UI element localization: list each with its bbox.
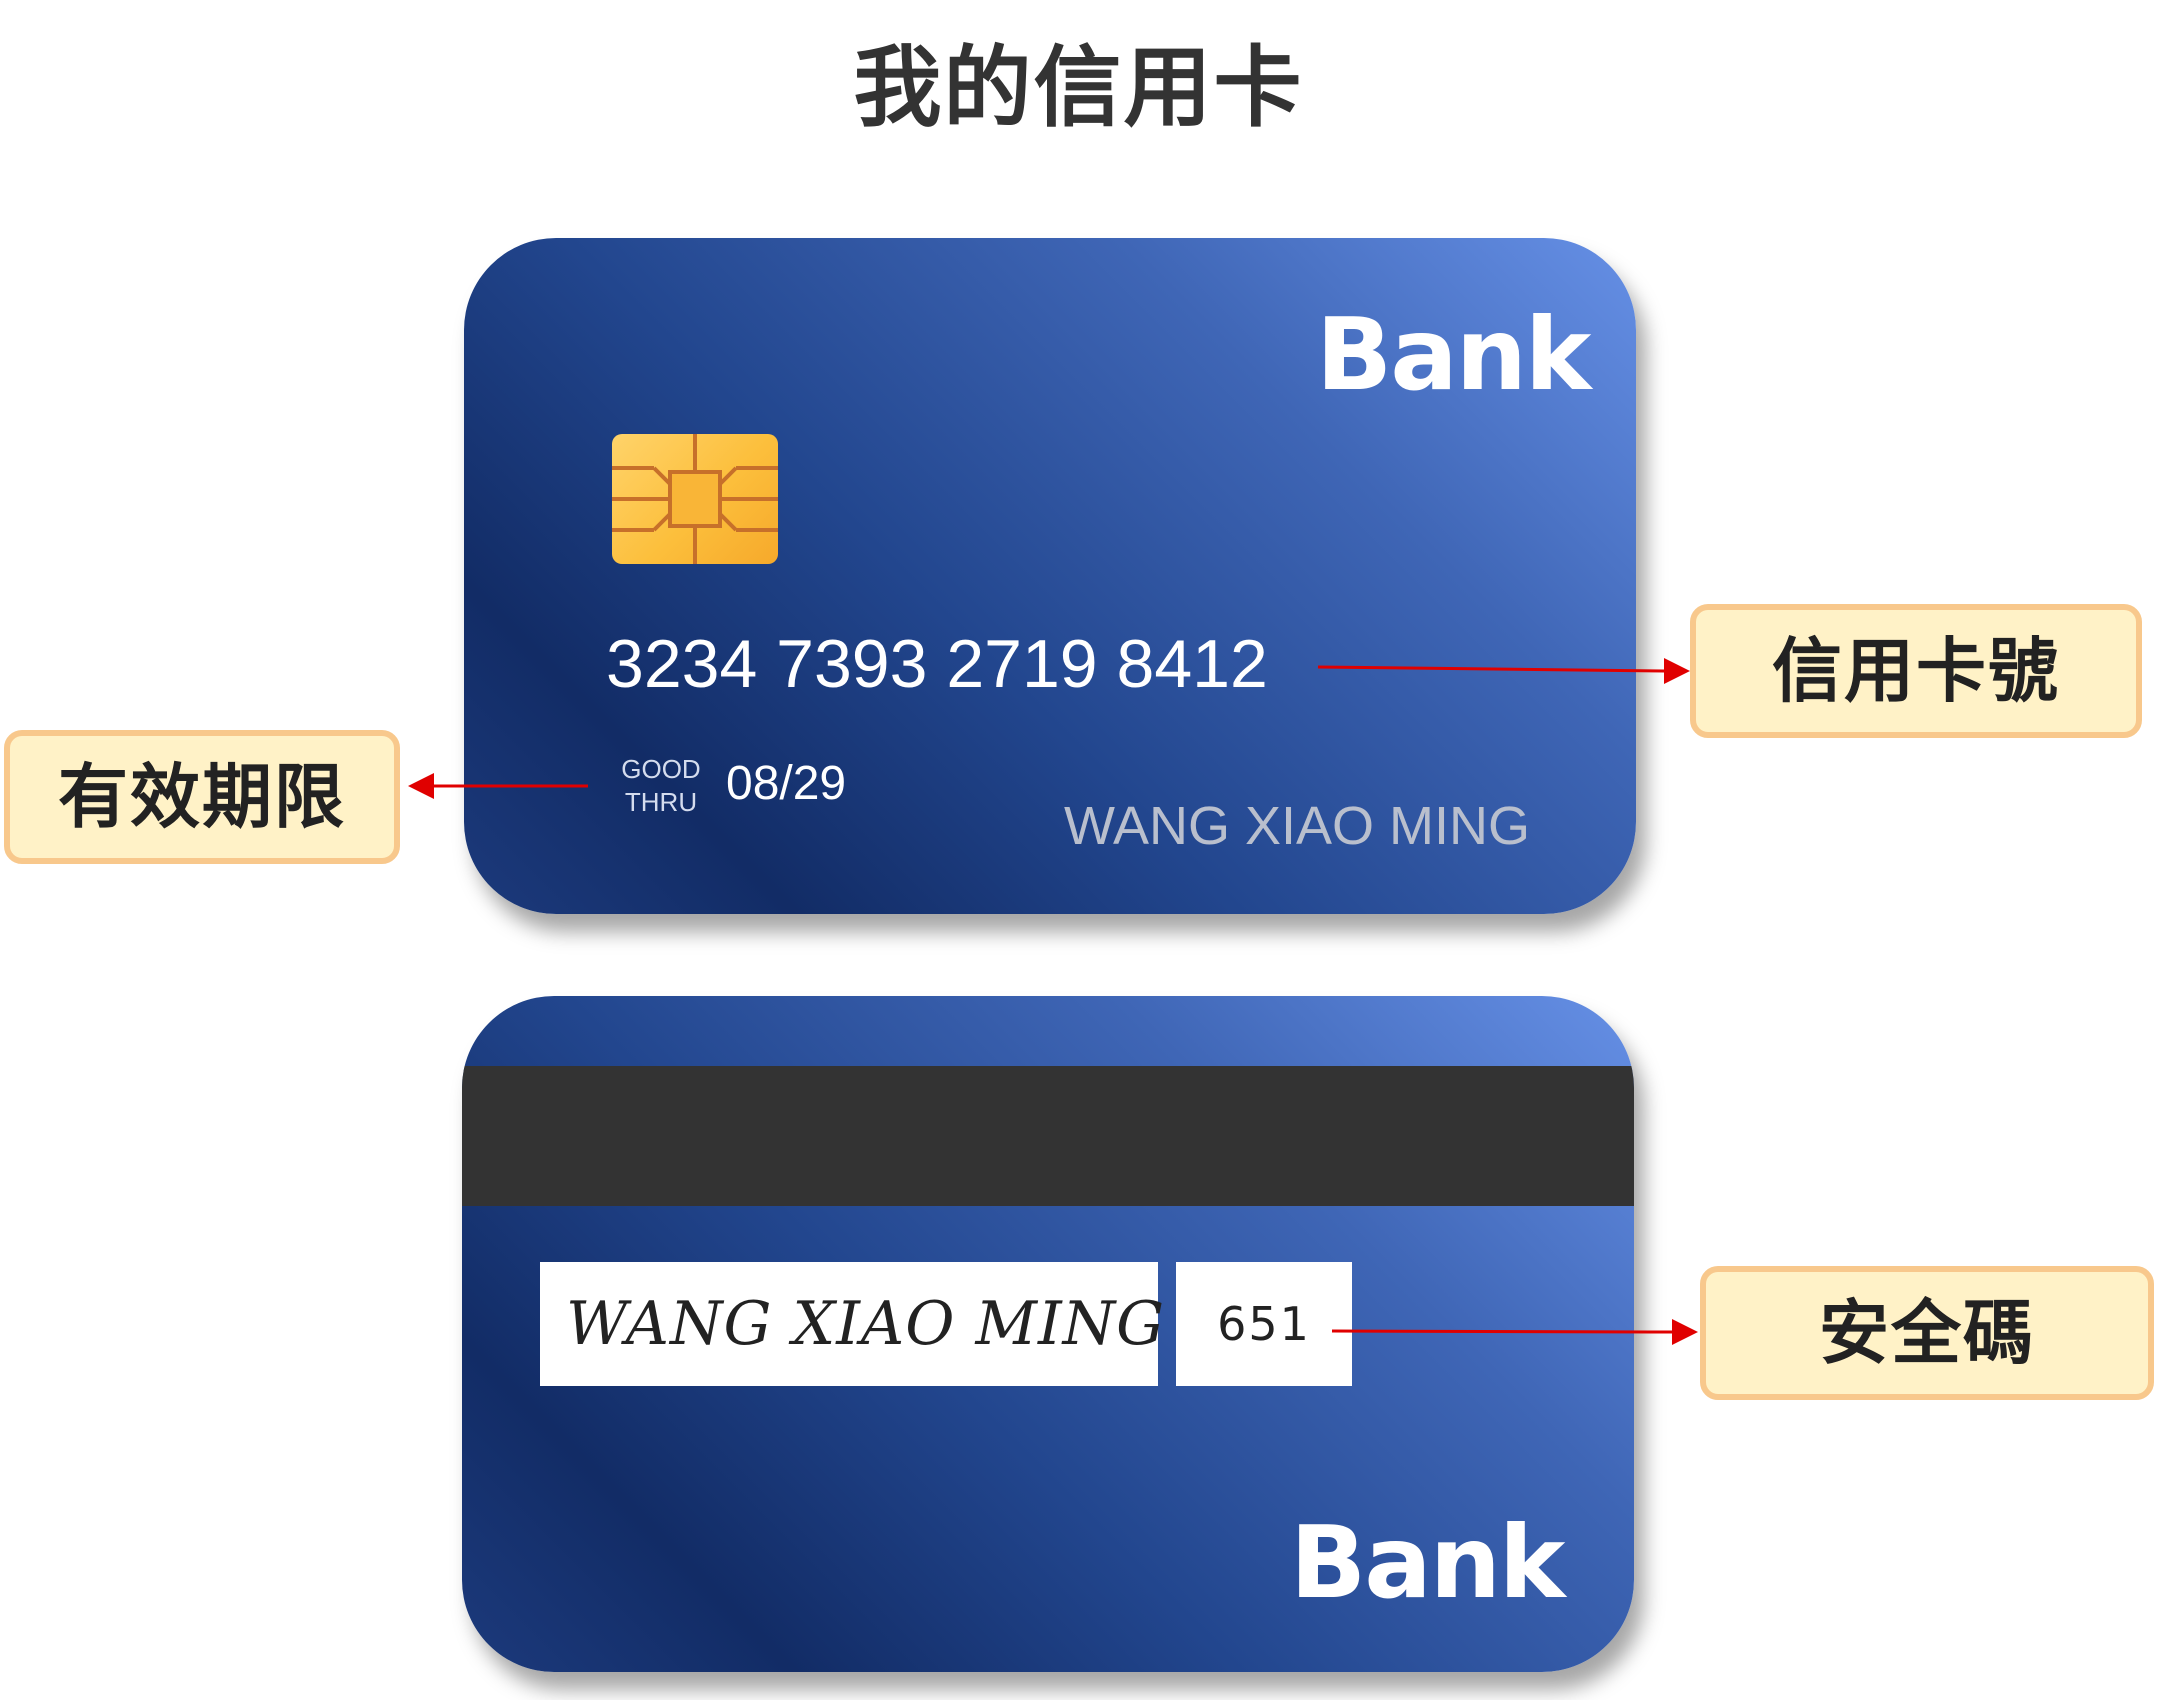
callout-card-number: 信用卡號 — [1690, 604, 2142, 738]
arrow-cvv — [1331, 1319, 1698, 1345]
callout-cvv: 安全碼 — [1700, 1266, 2154, 1400]
cvv-code: 651 — [1217, 1297, 1311, 1351]
cvv-panel: 651 — [1176, 1262, 1352, 1386]
card-number: 3234 7393 2719 8412 — [606, 626, 1268, 702]
good-thru-text: GOOD THRU — [621, 754, 701, 817]
bank-logo-back: Bank — [1290, 1504, 1565, 1621]
magnetic-stripe — [462, 1066, 1634, 1206]
good-thru-label: GOOD THRU — [616, 753, 706, 819]
arrow-card-number — [1317, 658, 1690, 684]
signature: WANG XIAO MING — [566, 1289, 1166, 1359]
expiry-date: 08/29 — [726, 757, 847, 810]
credit-card-back: WANG XIAO MING 651 Bank — [462, 996, 1634, 1672]
chip-icon — [612, 434, 778, 564]
arrow-expiry — [408, 773, 588, 799]
cardholder-name: WANG XIAO MING — [1064, 796, 1531, 856]
bank-logo: Bank — [1316, 296, 1591, 413]
signature-panel: WANG XIAO MING — [540, 1262, 1164, 1386]
callout-expiry: 有效期限 — [4, 730, 400, 864]
page-title: 我的信用卡 — [853, 36, 1304, 139]
credit-card-front: Bank 3234 7393 2719 8412 GOOD THRU 08/2 — [464, 238, 1636, 914]
